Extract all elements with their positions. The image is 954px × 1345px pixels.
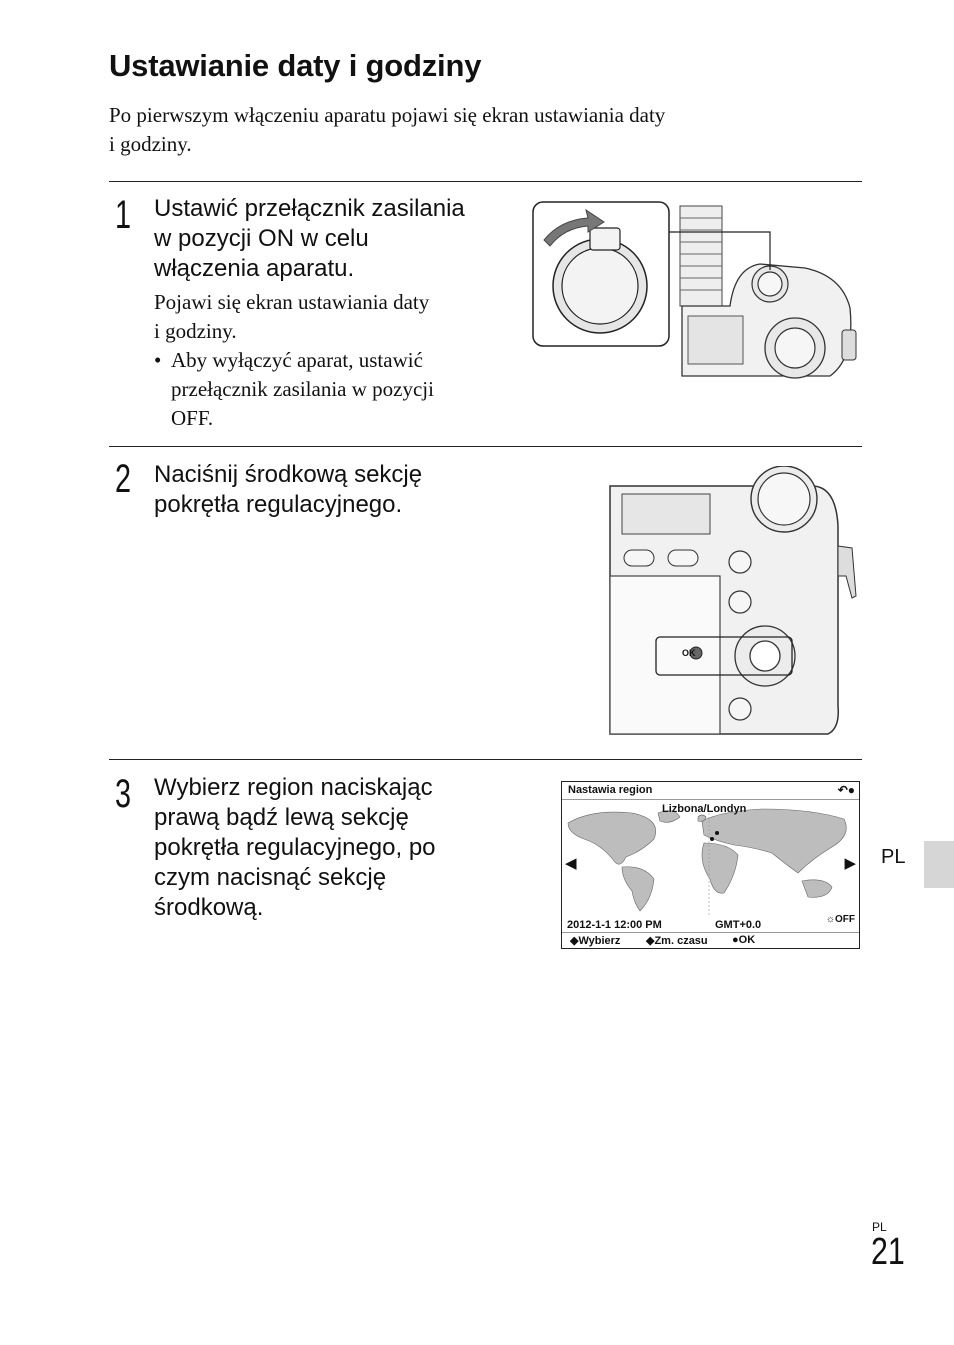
- step-3-heading-line: prawą bądź lewą sekcję: [154, 804, 409, 831]
- step-1-number: 1: [115, 193, 132, 237]
- world-map: [567, 808, 847, 917]
- side-language-label: PL: [881, 846, 906, 868]
- intro-text: Po pierwszym włączeniu aparatu pojawi si…: [109, 101, 829, 159]
- side-language-tab: [924, 841, 954, 888]
- divider-step-3: [109, 759, 862, 760]
- step-1-body: Pojawi się ekran ustawiania daty i godzi…: [154, 288, 514, 433]
- step-1-bullet-line: Aby wyłączyć aparat, ustawić: [171, 348, 423, 372]
- divider-top: [109, 181, 862, 182]
- step-2-heading-line: pokrętła regulacyjnego.: [154, 491, 403, 518]
- step-2-number: 2: [115, 457, 132, 501]
- step-1-body-line: i godziny.: [154, 319, 237, 343]
- step-1-bullet-line: przełącznik zasilania w pozycji: [171, 377, 434, 401]
- step-3-heading-line: pokrętła regulacyjnego, po: [154, 834, 436, 861]
- intro-line-2: i godziny.: [109, 132, 192, 156]
- left-arrow-icon[interactable]: ◀: [565, 855, 577, 872]
- screen-header: Nastawia region ↶●: [562, 782, 859, 800]
- step-2-heading: Naciśnij środkową sekcję pokrętła regula…: [154, 460, 524, 520]
- step-1-heading: Ustawić przełącznik zasilania w pozycji …: [154, 194, 524, 284]
- ok-label: OK: [682, 648, 696, 658]
- selected-city: Lizbona/Londyn: [662, 803, 747, 815]
- step-3-heading-line: czym nacisnąć sekcję: [154, 864, 387, 891]
- footer-select-hint: ◆Wybierz: [570, 935, 621, 947]
- screen-title: Nastawia region: [568, 784, 653, 796]
- step-2-heading-line: Naciśnij środkową sekcję: [154, 461, 423, 488]
- screen-datetime: 2012-1-1 12:00 PM: [567, 919, 662, 931]
- step-3-number: 3: [115, 772, 132, 816]
- region-setting-screen: Nastawia region ↶● Lizbona/Londyn ◀ ▶ 20…: [561, 781, 860, 949]
- step-3-heading: Wybierz region naciskając prawą bądź lew…: [154, 773, 524, 923]
- step-1-heading-line: w pozycji ON w celu: [154, 225, 369, 252]
- page-title: Ustawianie daty i godziny: [109, 48, 482, 83]
- right-arrow-icon[interactable]: ▶: [844, 855, 856, 872]
- step-3-heading-line: środkową.: [154, 894, 264, 921]
- step-1-bullet: Aby wyłączyć aparat, ustawić przełącznik…: [154, 346, 514, 433]
- step-1-bullet-line: OFF.: [171, 406, 214, 430]
- step-3-heading-line: Wybierz region naciskając: [154, 774, 433, 801]
- step-1-heading-line: Ustawić przełącznik zasilania: [154, 195, 465, 222]
- step-1-heading-line: włączenia aparatu.: [154, 255, 355, 282]
- back-icon[interactable]: ↶●: [837, 783, 855, 797]
- footer-time-hint: ◆Zm. czasu: [646, 935, 708, 947]
- screen-footer: ◆Wybierz ◆Zm. czasu ●OK: [562, 932, 859, 948]
- dst-icon: ☼OFF: [825, 914, 855, 925]
- screen-gmt: GMT+0.0: [715, 919, 762, 931]
- page-number: 21: [871, 1231, 905, 1273]
- divider-step-2: [109, 446, 862, 447]
- power-switch-illustration: [532, 201, 857, 379]
- page-language: PL: [872, 1220, 887, 1234]
- intro-line-1: Po pierwszym włączeniu aparatu pojawi si…: [109, 103, 666, 127]
- footer-ok-hint: ●OK: [732, 934, 756, 946]
- camera-back-illustration: [609, 466, 857, 735]
- step-1-body-line: Pojawi się ekran ustawiania daty: [154, 290, 430, 314]
